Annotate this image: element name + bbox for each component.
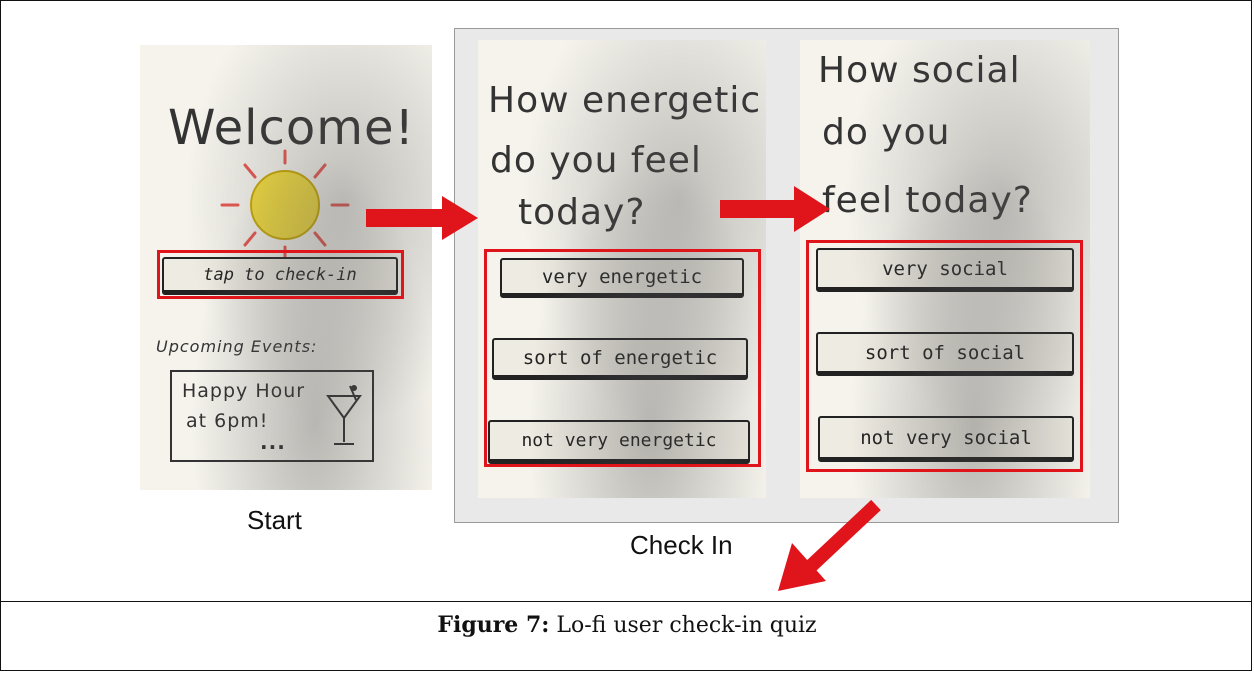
energy-option-not-very-label: not very energetic — [521, 430, 717, 451]
social-question-line-1: How social — [818, 50, 1021, 91]
sun-icon — [220, 149, 350, 261]
energy-question-line-1: How energetic — [488, 80, 762, 121]
event-line-2: at 6pm! — [186, 410, 269, 432]
arrow-down-left — [778, 499, 881, 591]
welcome-heading: Welcome! — [168, 100, 415, 156]
energy-option-not-very[interactable]: not very energetic — [488, 420, 750, 464]
caption-divider — [0, 601, 1252, 602]
energy-screen: How energetic do you feel today? very en… — [478, 40, 766, 498]
energy-question-line-2: do you feel — [490, 140, 702, 181]
start-highlight-box — [157, 250, 404, 299]
energy-highlight-box — [484, 249, 761, 467]
start-label: Start — [247, 505, 302, 535]
social-option-not-very[interactable]: not very social — [818, 416, 1074, 462]
upcoming-events-label: Upcoming Events: — [156, 337, 318, 356]
cocktail-icon — [326, 385, 362, 445]
social-option-very[interactable]: very social — [816, 248, 1074, 292]
social-option-sort-of-label: sort of social — [864, 341, 1026, 364]
tap-to-check-in-label: tap to check-in — [203, 264, 357, 285]
social-question-line-2: do you — [822, 112, 951, 153]
arrow-start-to-energy — [366, 196, 478, 240]
figure-number: Figure 7: — [437, 612, 550, 638]
event-card[interactable]: Happy Hour at 6pm! ... — [170, 370, 374, 462]
energy-option-sort-of-label: sort of energetic — [522, 346, 718, 369]
figure-caption-text: Lo-fi user check-in quiz — [549, 613, 817, 638]
social-option-very-label: very social — [882, 257, 1008, 280]
checkin-group-label: Check In — [630, 530, 733, 560]
social-screen: How social do you feel today? very socia… — [800, 40, 1090, 498]
tap-to-check-in-button[interactable]: tap to check-in — [162, 257, 398, 295]
energy-option-sort-of[interactable]: sort of energetic — [492, 338, 748, 380]
energy-option-very-label: very energetic — [541, 265, 703, 288]
figure-caption: Figure 7: Lo-fi user check-in quiz — [0, 612, 1254, 638]
start-screen: Welcome! tap to check-in Upcoming Events… — [140, 45, 432, 490]
event-more: ... — [260, 430, 286, 454]
social-option-not-very-label: not very social — [860, 426, 1032, 449]
social-question-line-3: feel today? — [822, 180, 1033, 221]
arrow-energy-to-social — [720, 186, 830, 232]
social-option-sort-of[interactable]: sort of social — [816, 332, 1074, 376]
energy-question-line-3: today? — [518, 192, 646, 233]
social-highlight-box — [806, 240, 1083, 472]
energy-option-very[interactable]: very energetic — [500, 258, 744, 298]
event-line-1: Happy Hour — [182, 380, 306, 402]
